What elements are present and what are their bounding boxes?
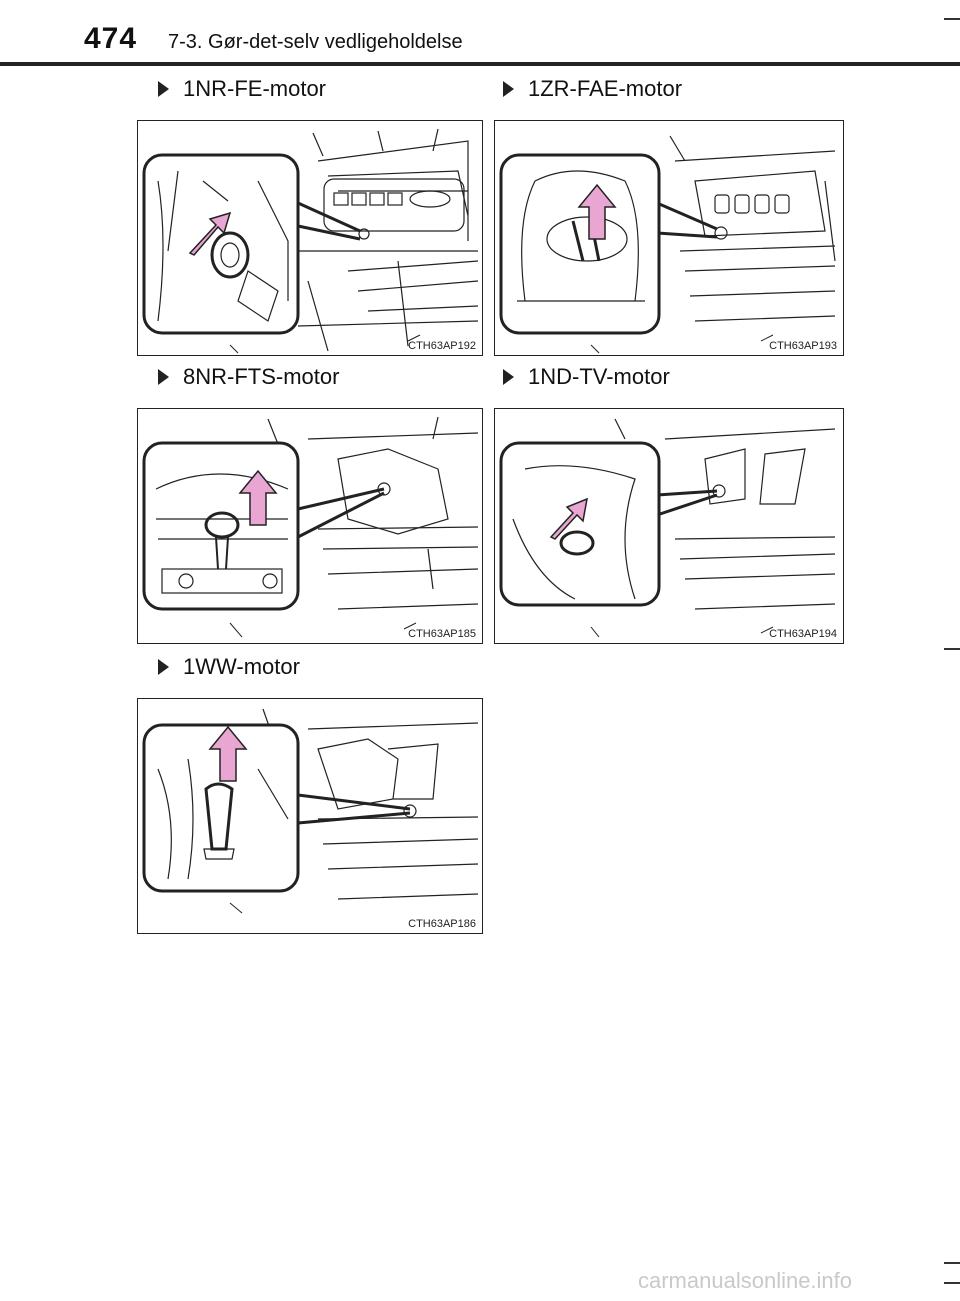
bullet-triangle-icon (158, 81, 169, 97)
figure-heading: 1ZR-FAE-motor (503, 76, 682, 102)
figure-code: CTH63AP185 (408, 628, 476, 640)
section-title: 7-3. Gør-det-selv vedligeholdelse (168, 31, 463, 53)
edge-mark (944, 1282, 960, 1284)
figure-code: CTH63AP194 (769, 628, 837, 640)
edge-mark (944, 648, 960, 650)
figure-code: CTH63AP193 (769, 340, 837, 352)
engine-illustration: CTH63AP193 (494, 120, 844, 356)
engine-oil-dipstick-illustration (142, 416, 479, 638)
engine-oil-dipstick-illustration (499, 418, 836, 638)
engine-illustration: CTH63AP192 (137, 120, 483, 356)
figure-heading-label: 1NR-FE-motor (183, 76, 327, 101)
engine-oil-dipstick-illustration (499, 135, 836, 354)
bullet-triangle-icon (503, 81, 514, 97)
header-rule (0, 62, 960, 66)
figure-heading: 1ND-TV-motor (503, 364, 670, 390)
figure-heading: 1NR-FE-motor (158, 76, 326, 102)
figure-heading-label: 1ND-TV-motor (528, 364, 670, 389)
engine-illustration: CTH63AP194 (494, 408, 844, 644)
bullet-triangle-icon (158, 369, 169, 385)
bullet-triangle-icon (158, 659, 169, 675)
figure-heading: 8NR-FTS-motor (158, 364, 339, 390)
engine-illustration: CTH63AP185 (137, 408, 483, 644)
figure-heading: 1WW-motor (158, 654, 300, 680)
page-number: 474 (84, 22, 138, 55)
figure-code: CTH63AP192 (408, 340, 476, 352)
figure-heading-label: 8NR-FTS-motor (183, 364, 340, 389)
edge-mark (944, 1262, 960, 1264)
engine-oil-dipstick-illustration (142, 128, 479, 354)
figure-heading-label: 1WW-motor (183, 654, 300, 679)
page-header: 474 7-3. Gør-det-selv vedligeholdelse (0, 0, 960, 66)
bullet-triangle-icon (503, 369, 514, 385)
watermark: carmanualsonline.info (638, 1268, 853, 1293)
engine-illustration: CTH63AP186 (137, 698, 483, 934)
engine-oil-dipstick-illustration (142, 708, 479, 914)
edge-mark (944, 18, 960, 20)
figure-heading-label: 1ZR-FAE-motor (528, 76, 683, 101)
figure-code: CTH63AP186 (408, 918, 476, 930)
